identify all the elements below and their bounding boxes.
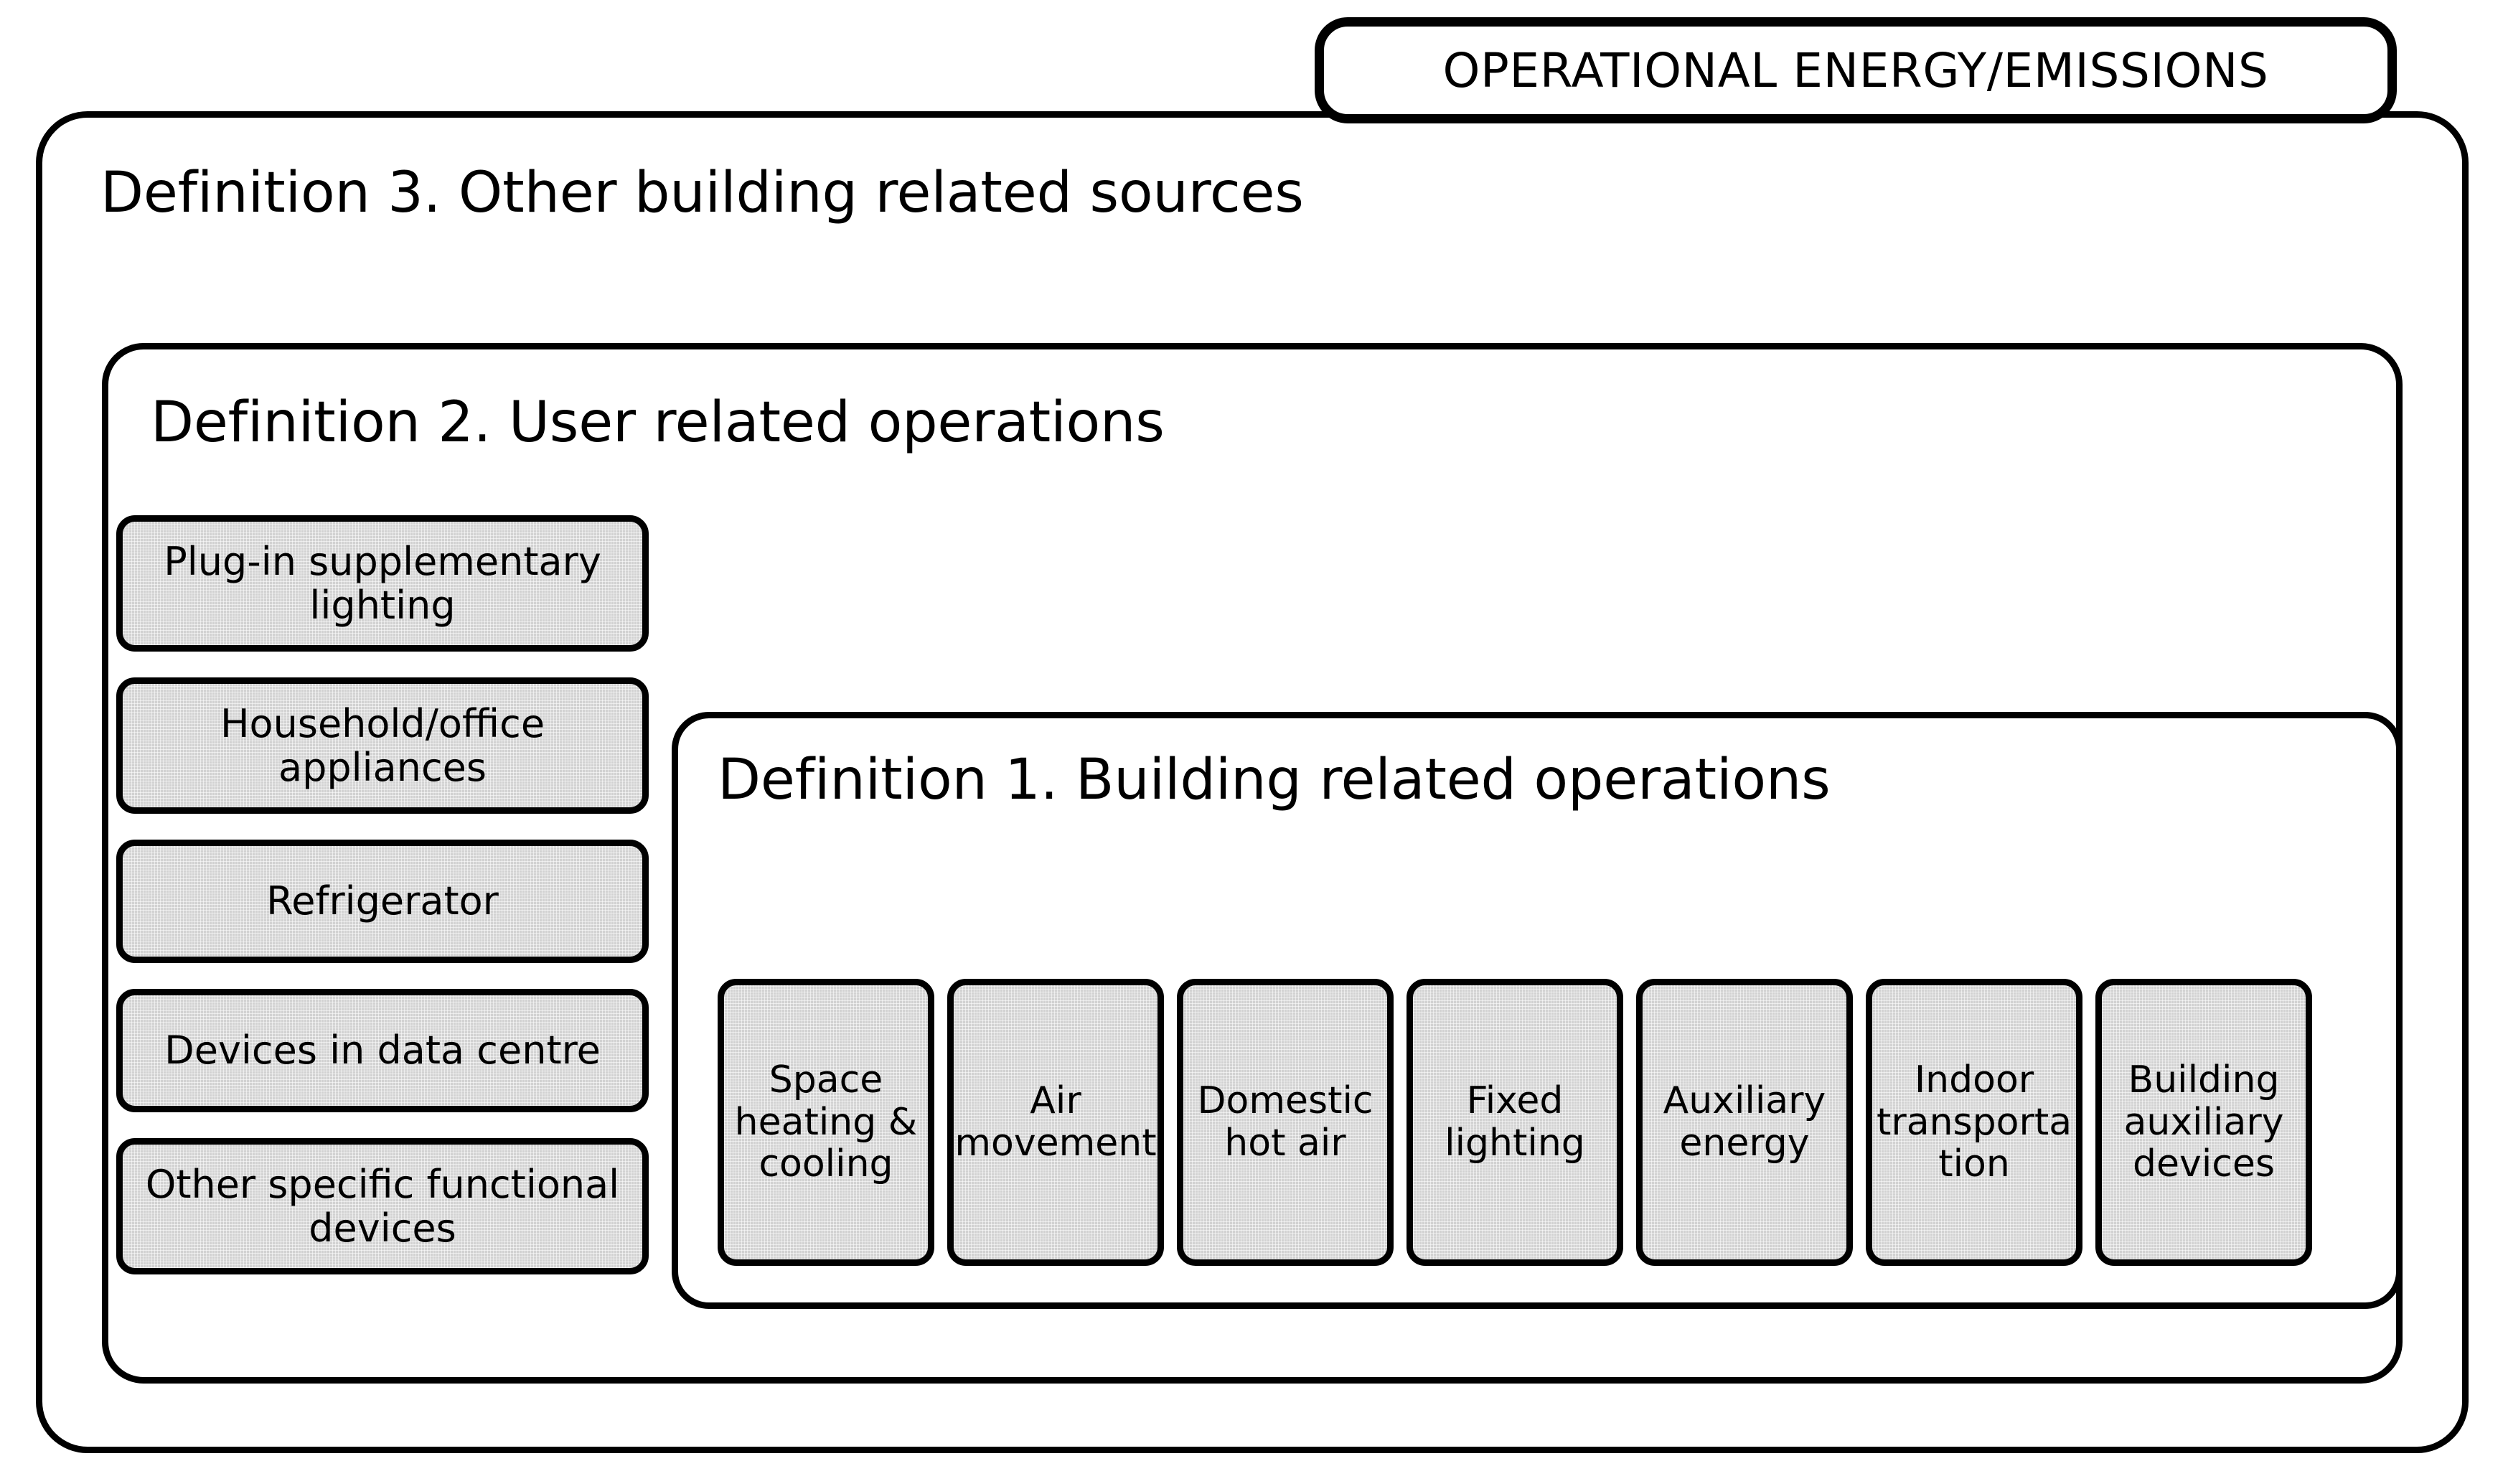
node-air-movement: Air movement (947, 979, 1164, 1266)
node-plug-in-supplementary-lighting: Plug-in supplementary lighting (116, 515, 649, 652)
node-label: Auxiliary energy (1663, 1079, 1826, 1165)
node-other-specific-functional-devices: Other specific functional devices (116, 1138, 649, 1274)
node-label: Devices in data centre (164, 1028, 601, 1074)
node-building-auxiliary-devices: Building auxiliary devices (2095, 979, 2312, 1266)
definition-2-title: Definition 2. User related operations (151, 390, 1165, 455)
node-label: Space heating & cooling (734, 1058, 918, 1186)
node-indoor-transportation: Indoor transporta tion (1866, 979, 2082, 1266)
node-household-office-appliances: Household/office appliances (116, 677, 649, 814)
node-label: Fixed lighting (1445, 1079, 1585, 1165)
node-refrigerator: Refrigerator (116, 840, 649, 963)
node-label: Plug-in supplementary lighting (164, 538, 601, 628)
node-label: Indoor transporta tion (1876, 1058, 2072, 1186)
definition-1-container (672, 712, 2403, 1309)
node-devices-in-data-centre: Devices in data centre (116, 989, 649, 1112)
node-label: Building auxiliary devices (2123, 1058, 2284, 1186)
node-label: Domestic hot air (1197, 1079, 1373, 1165)
operational-energy-banner: OPERATIONAL ENERGY/EMISSIONS (1315, 17, 2397, 123)
node-label: Air movement (954, 1079, 1157, 1165)
node-fixed-lighting: Fixed lighting (1407, 979, 1623, 1266)
node-domestic-hot-air: Domestic hot air (1177, 979, 1394, 1266)
node-auxiliary-energy: Auxiliary energy (1636, 979, 1853, 1266)
node-label: Refrigerator (266, 878, 499, 924)
definition-3-container (36, 111, 2469, 1453)
node-space-heating-cooling: Space heating & cooling (718, 979, 934, 1266)
operational-energy-banner-label: OPERATIONAL ENERGY/EMISSIONS (1442, 42, 2269, 98)
definition-3-title: Definition 3. Other building related sou… (100, 161, 1304, 225)
definition-1-title: Definition 1. Building related operation… (718, 748, 1831, 812)
node-label: Other specific functional devices (145, 1161, 620, 1251)
node-label: Household/office appliances (220, 700, 545, 790)
